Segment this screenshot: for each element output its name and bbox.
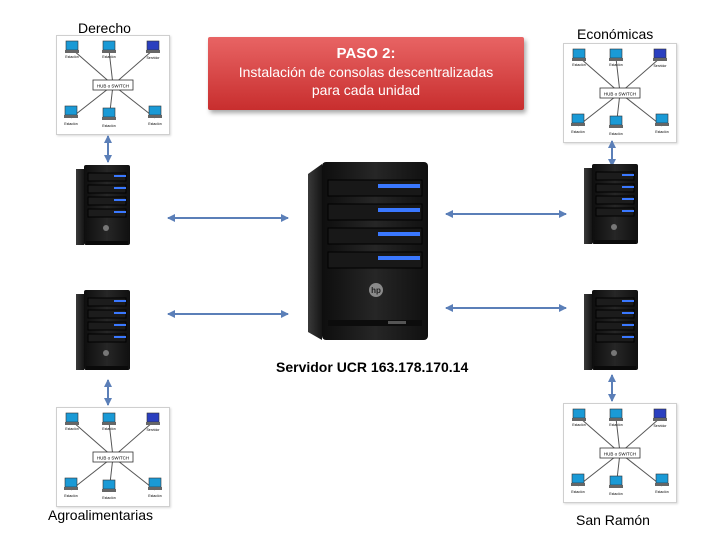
- ws-label: Estación: [148, 494, 161, 498]
- server-icon-san-ramon: [584, 290, 638, 370]
- workstation-icon: [102, 412, 116, 425]
- ws-label: Estación: [572, 423, 585, 427]
- network-svg: HUB o SWITCH Estación Estación Servidor …: [64, 40, 162, 128]
- network-diagram-economicas: HUB o SWITCH Estación Estación Servidor …: [563, 43, 677, 143]
- network-diagram-derecho: HUB o SWITCH Estación Estación Servidor …: [56, 35, 170, 135]
- server-caption: Servidor: [653, 424, 667, 428]
- workstation-icon: [64, 477, 78, 490]
- step-subtitle-line1: Instalación de consolas descentralizadas: [238, 64, 494, 80]
- unit-label-economicas: Económicas: [577, 26, 654, 42]
- step-subtitle-line2: para cada unidad: [311, 82, 421, 98]
- ws-label: Estación: [609, 423, 622, 427]
- workstation-icon: [64, 105, 78, 118]
- workstation-icon: [655, 473, 669, 486]
- ws-label: Estación: [148, 122, 161, 126]
- workstation-icon: [609, 115, 623, 128]
- ws-label: Estación: [655, 490, 668, 494]
- hub-box: [599, 447, 641, 459]
- ws-label: Estación: [102, 496, 115, 500]
- workstation-icon: [571, 473, 585, 486]
- ws-label: Estación: [609, 132, 622, 136]
- workstation-icon: [102, 40, 116, 53]
- workstation-icon: [571, 113, 585, 126]
- server-icon-economicas: [584, 164, 638, 244]
- hub-label: HUB o SWITCH: [97, 84, 129, 89]
- workstation-icon: [65, 412, 79, 425]
- workstation-icon: [65, 40, 79, 53]
- ws-label: Estación: [65, 427, 78, 431]
- hub-label: HUB o SWITCH: [604, 452, 636, 457]
- ws-label: Estación: [64, 122, 77, 126]
- hub-label: HUB o SWITCH: [604, 92, 636, 97]
- unit-label-agroalimentarias: Agroalimentarias: [48, 507, 154, 523]
- hub-box: [92, 79, 134, 91]
- central-server-label: Servidor UCR 163.178.170.14: [276, 359, 469, 375]
- workstation-icon: [609, 408, 623, 421]
- ws-label: Estación: [65, 55, 78, 59]
- network-diagram-agroalimentarias: HUB o SWITCH Estación Estación Servidor …: [56, 407, 170, 507]
- server-caption: Servidor: [146, 428, 160, 432]
- ws-label: Estación: [571, 490, 584, 494]
- ws-label: Estación: [102, 124, 115, 128]
- workstation-icon: [655, 113, 669, 126]
- server-icon-derecho: [76, 165, 130, 245]
- network-svg: HUB o SWITCH Estación Estación Servidor …: [571, 408, 669, 496]
- workstation-icon: [148, 105, 162, 118]
- ws-label: Estación: [609, 63, 622, 67]
- network-svg: HUB o SWITCH Estación Estación Servidor …: [571, 48, 669, 136]
- ws-label: Estación: [609, 492, 622, 496]
- ws-label: Estación: [572, 63, 585, 67]
- workstation-icon: [609, 475, 623, 488]
- server-icon: [146, 412, 160, 425]
- hp-logo-text: hp: [371, 286, 381, 295]
- workstation-icon: [572, 408, 586, 421]
- server-caption: Servidor: [653, 64, 667, 68]
- network-svg: HUB o SWITCH Estación Estación Servidor …: [64, 412, 162, 500]
- ws-label: Estación: [655, 130, 668, 134]
- server-icon-agroalimentarias: [76, 290, 130, 370]
- workstation-icon: [102, 479, 116, 492]
- workstation-icon: [148, 477, 162, 490]
- workstation-icon: [102, 107, 116, 120]
- ws-label: Estación: [571, 130, 584, 134]
- central-server-icon: hp: [308, 162, 428, 340]
- hub-box: [92, 451, 134, 463]
- unit-label-san-ramon: San Ramón: [576, 512, 650, 528]
- server-icon: [146, 40, 160, 53]
- ws-label: Estación: [102, 55, 115, 59]
- ws-label: Estación: [102, 427, 115, 431]
- step-title: PASO 2:: [336, 45, 396, 62]
- step-title-box: PASO 2: Instalación de consolas descentr…: [208, 37, 524, 110]
- hub-box: [599, 87, 641, 99]
- hp-logo-icon: [369, 283, 383, 297]
- unit-label-derecho: Derecho: [78, 20, 131, 36]
- server-icon: [653, 408, 667, 421]
- workstation-icon: [572, 48, 586, 61]
- workstation-icon: [609, 48, 623, 61]
- network-diagram-san-ramon: HUB o SWITCH Estación Estación Servidor …: [563, 403, 677, 503]
- server-caption: Servidor: [146, 56, 160, 60]
- server-icon: [653, 48, 667, 61]
- ws-label: Estación: [64, 494, 77, 498]
- hub-label: HUB o SWITCH: [97, 456, 129, 461]
